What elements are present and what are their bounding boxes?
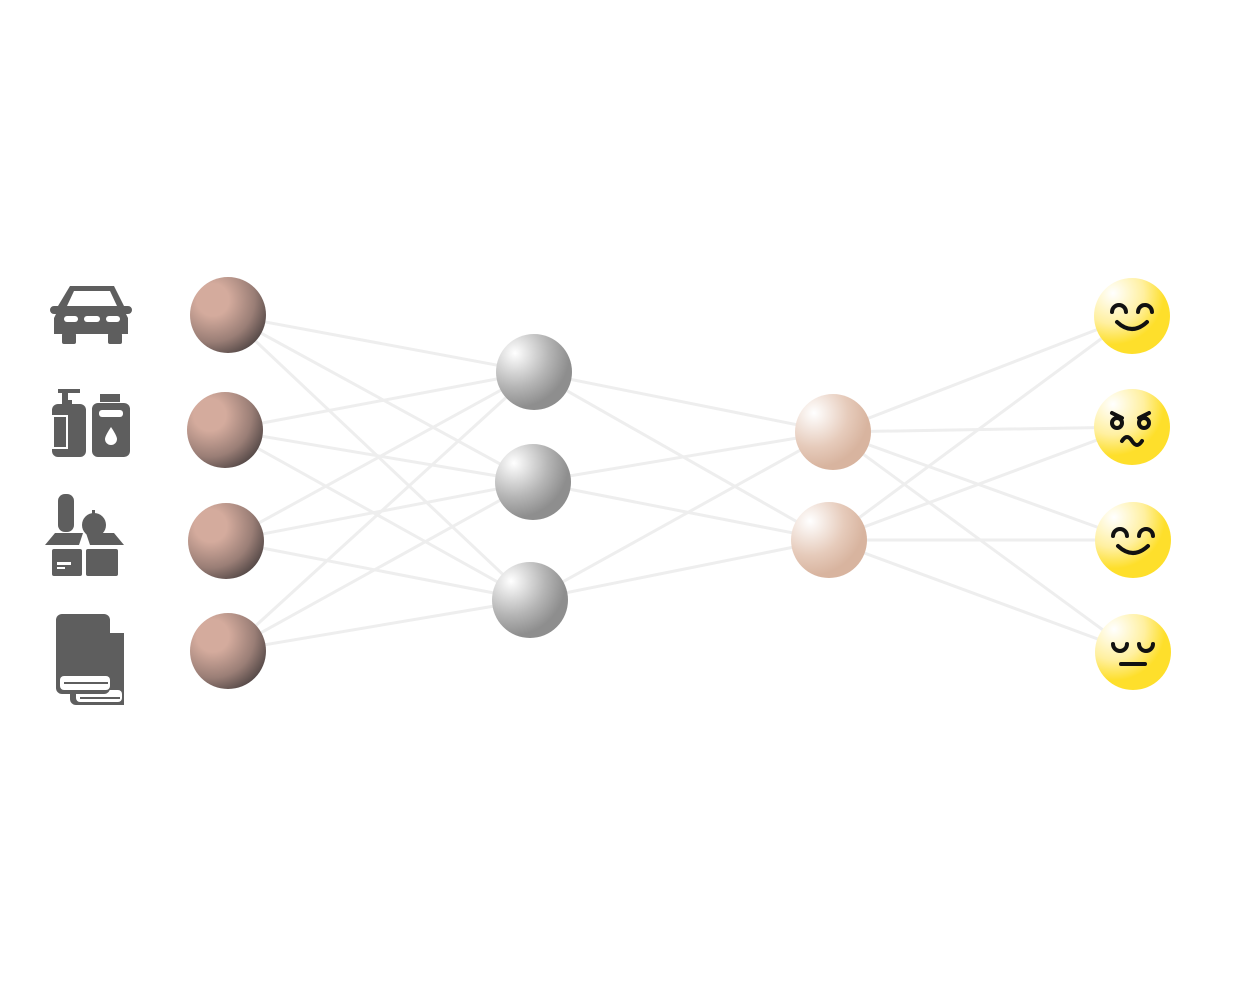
- output-neuron: [1094, 278, 1170, 354]
- connection-line: [226, 370, 536, 653]
- connection-line: [529, 538, 830, 602]
- connection-line: [832, 314, 1133, 434]
- connections: [224, 313, 1134, 654]
- connection-line: [533, 370, 834, 434]
- connection-line: [532, 480, 830, 542]
- hidden-1-neuron: [496, 334, 572, 410]
- output-neuron: [1095, 614, 1171, 690]
- groceries-box-icon: [45, 494, 124, 576]
- connection-line: [832, 430, 1134, 542]
- connection-line: [227, 313, 535, 374]
- output-neuron: [1095, 502, 1171, 578]
- hidden-1-neuron: [495, 444, 571, 520]
- output-faces: [1110, 303, 1155, 666]
- connection-line: [227, 480, 534, 653]
- connection-line: [227, 313, 534, 484]
- connection-line: [828, 314, 1133, 542]
- connection-line: [225, 539, 531, 602]
- connection-line: [828, 538, 1134, 654]
- connection-line: [529, 430, 834, 602]
- connection-line: [225, 370, 535, 543]
- input-neuron: [190, 613, 266, 689]
- connection-line: [828, 425, 1133, 542]
- happy-face-icon: [1111, 527, 1155, 555]
- input-neuron: [188, 503, 264, 579]
- input-neuron: [190, 277, 266, 353]
- connection-line: [832, 430, 1134, 654]
- happy-face-icon: [1110, 303, 1154, 331]
- connection-line: [832, 425, 1133, 434]
- toiletries-icon: [52, 389, 130, 457]
- connection-line: [532, 430, 834, 484]
- connection-line: [227, 598, 531, 653]
- output-neuron: [1094, 389, 1170, 465]
- hidden-2-neuron: [791, 502, 867, 578]
- hidden-1-neuron: [492, 562, 568, 638]
- neurons: [187, 277, 1171, 690]
- neutral-face-icon: [1111, 642, 1155, 666]
- input-neuron: [187, 392, 263, 468]
- angry-face-icon: [1110, 411, 1151, 447]
- car-icon: [50, 286, 132, 344]
- hidden-2-neuron: [795, 394, 871, 470]
- connection-line: [224, 370, 535, 432]
- books-icon: [56, 614, 124, 705]
